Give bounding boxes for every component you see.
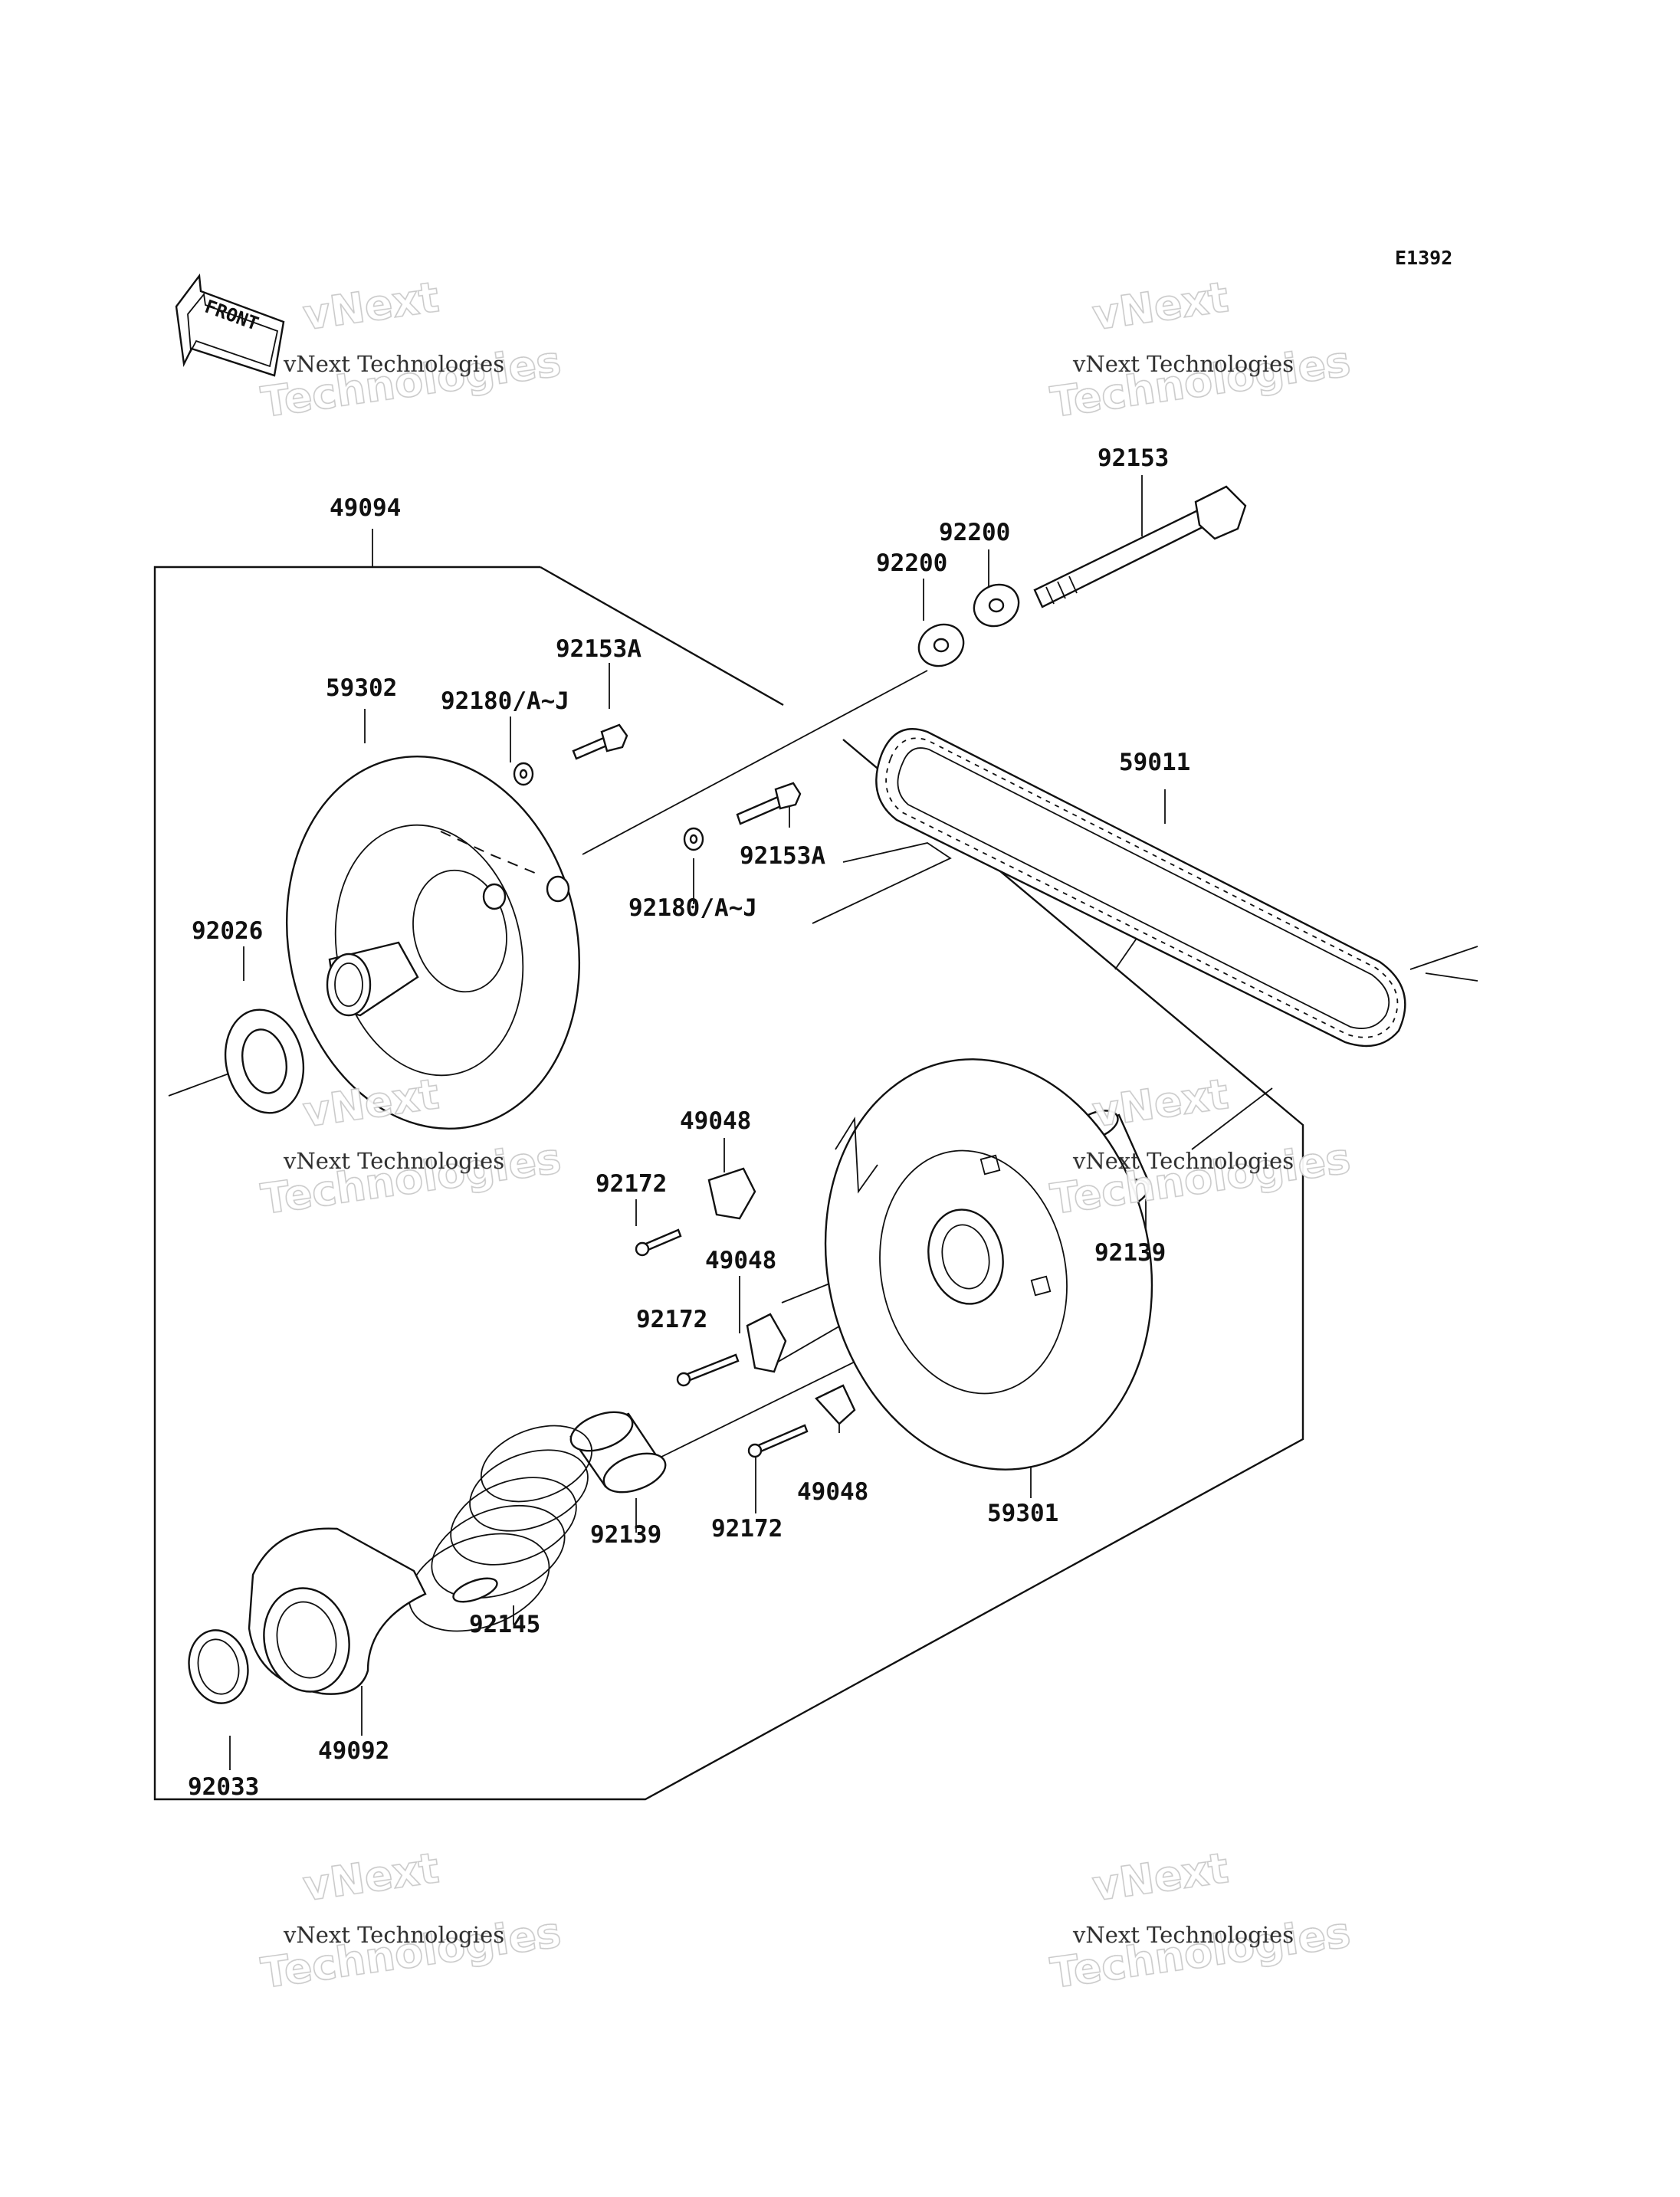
label-49048-upper: 49048 bbox=[680, 1107, 751, 1135]
label-59302: 59302 bbox=[326, 674, 397, 702]
label-92180-lower: 92180/A~J bbox=[628, 894, 757, 922]
circlip-92033 bbox=[188, 1629, 249, 1704]
svg-text:vNext Technologies: vNext Technologies bbox=[1072, 1148, 1294, 1174]
label-92145: 92145 bbox=[469, 1611, 540, 1638]
screw-92172 bbox=[635, 1228, 809, 1458]
label-49048-lower: 49048 bbox=[797, 1478, 868, 1506]
label-49094: 49094 bbox=[330, 494, 401, 522]
part-labels: 49094 92153 92200 92200 92153A 92153A 59… bbox=[188, 444, 1190, 1801]
svg-text:vNext Technologies: vNext Technologies bbox=[283, 1922, 504, 1948]
svg-text:vNext Technologies: vNext Technologies bbox=[283, 351, 504, 377]
bolt-92153A bbox=[572, 723, 802, 825]
label-92033: 92033 bbox=[188, 1773, 259, 1801]
label-92172-middle: 92172 bbox=[636, 1306, 707, 1333]
svg-text:vNext Technologies: vNext Technologies bbox=[1072, 351, 1294, 377]
label-49048-middle: 49048 bbox=[705, 1247, 776, 1274]
label-92172-lower: 92172 bbox=[711, 1515, 783, 1543]
belt-59011 bbox=[875, 728, 1406, 1048]
watermark-1: vNext Technologies vNext Technologies bbox=[258, 272, 564, 427]
sheave-59302 bbox=[285, 755, 581, 1130]
cam-49092 bbox=[248, 1527, 427, 1695]
washer-92180 bbox=[513, 762, 704, 851]
watermark-5: vNext Technologies vNext Technologies bbox=[258, 1843, 564, 1998]
label-92139-left: 92139 bbox=[590, 1521, 661, 1549]
weight-49048 bbox=[707, 1167, 856, 1425]
svg-text:vNext: vNext bbox=[300, 1844, 442, 1910]
washer-92200 bbox=[917, 583, 1020, 667]
label-92153A-lower: 92153A bbox=[740, 842, 825, 870]
svg-text:vNext: vNext bbox=[1090, 273, 1232, 339]
label-59301: 59301 bbox=[987, 1500, 1058, 1527]
bolt-92153 bbox=[1033, 485, 1247, 608]
svg-text:vNext Technologies: vNext Technologies bbox=[283, 1148, 504, 1174]
svg-text:vNext: vNext bbox=[1090, 1070, 1232, 1136]
sheave-59301 bbox=[824, 1058, 1153, 1471]
label-92180-upper: 92180/A~J bbox=[441, 687, 569, 715]
diagram-code: E1392 bbox=[1395, 247, 1452, 269]
label-59011: 59011 bbox=[1119, 749, 1190, 776]
label-92026: 92026 bbox=[192, 917, 263, 945]
assembly-outline bbox=[153, 566, 1304, 1801]
label-49092: 49092 bbox=[318, 1737, 389, 1765]
label-92200-lower: 92200 bbox=[876, 549, 947, 577]
svg-text:vNext: vNext bbox=[300, 273, 442, 339]
label-92153A-upper: 92153A bbox=[556, 635, 641, 663]
svg-text:vNext Technologies: vNext Technologies bbox=[1072, 1922, 1294, 1948]
shim-92026 bbox=[224, 1008, 305, 1114]
spring-92145 bbox=[408, 1425, 593, 1632]
label-92139-right: 92139 bbox=[1094, 1239, 1166, 1267]
label-92153: 92153 bbox=[1098, 444, 1169, 472]
front-arrow-icon: FRONT bbox=[175, 273, 285, 377]
svg-text:vNext: vNext bbox=[1090, 1844, 1232, 1910]
watermark-2: vNext Technologies vNext Technologies bbox=[1047, 272, 1354, 427]
label-92172-upper: 92172 bbox=[596, 1170, 667, 1198]
svg-text:vNext: vNext bbox=[300, 1070, 442, 1136]
label-92200-upper: 92200 bbox=[939, 519, 1010, 546]
watermark-6: vNext Technologies vNext Technologies bbox=[1047, 1843, 1354, 1998]
